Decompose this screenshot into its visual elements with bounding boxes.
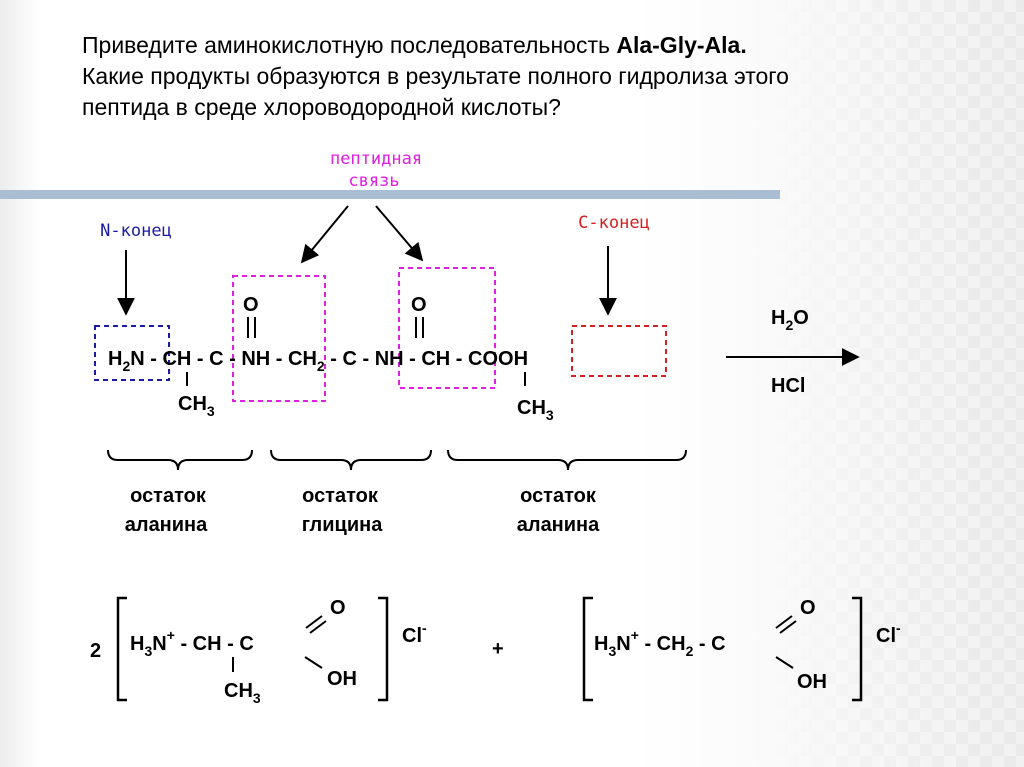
question-line-1: Приведите аминокислотную последовательно… xyxy=(82,32,617,58)
bracket-left-2 xyxy=(582,596,593,702)
rule-bar xyxy=(0,190,780,199)
glycine-carbonyl-oxygen: O xyxy=(800,597,816,619)
residue-2-line-1: остаток xyxy=(302,485,379,507)
peptide-bond-box-2 xyxy=(398,267,496,389)
residue-3-line-2: аланина xyxy=(517,514,600,536)
product-coefficient: 2 xyxy=(90,640,101,662)
peptide-bond-box-1 xyxy=(232,275,326,402)
methyl-group-2: CH3 xyxy=(517,397,554,423)
glycine-hydroxyl: OH xyxy=(797,671,827,693)
c-end-label: C-конец xyxy=(578,213,650,233)
brace-residue-2 xyxy=(270,449,432,471)
question-line-3: пептида в среде хлороводородной кислоты? xyxy=(82,94,561,120)
water-reagent: H2O xyxy=(771,307,809,333)
left-gradient-strip xyxy=(0,0,40,767)
arrow-to-bond-1 xyxy=(300,205,349,264)
peptide-formula: H2N - CH - C - NH - CH2 - C - NH - CH - … xyxy=(108,348,528,374)
bracket-right-2 xyxy=(852,596,863,702)
residue-1-line-1: остаток xyxy=(130,485,207,507)
checker-pattern xyxy=(764,0,1024,767)
brace-residue-1 xyxy=(107,449,253,471)
residue-3-line-1: остаток xyxy=(520,485,597,507)
chloride-ion-1: Cl- xyxy=(402,620,427,647)
chloride-ion-2: Cl- xyxy=(876,620,901,647)
question-text: Приведите аминокислотную последовательно… xyxy=(82,30,982,123)
acid-reagent: HCl xyxy=(771,375,805,397)
alanine-methyl: CH3 xyxy=(224,680,261,706)
alanine-hydroxyl: OH xyxy=(327,668,357,690)
n-end-label: N-конец xyxy=(100,221,172,241)
n-end-box xyxy=(94,325,170,381)
carbonyl-oxygen-1: O xyxy=(243,294,259,316)
methyl-group-1: CH3 xyxy=(178,393,215,419)
peptide-bond-label-2: связь xyxy=(348,171,399,191)
alanine-ion-formula: H3N+ - CH - C xyxy=(130,627,254,659)
c-end-box xyxy=(571,325,667,377)
residue-1-line-2: аланина xyxy=(125,514,208,536)
brace-residue-3 xyxy=(447,449,687,471)
alanine-carbonyl-oxygen: O xyxy=(330,597,346,619)
glycine-ion-formula: H3N+ - CH2 - C xyxy=(594,627,726,659)
question-line-2: Какие продукты образуются в результате п… xyxy=(82,63,789,89)
arrow-to-bond-2 xyxy=(375,205,424,262)
plus-sign: + xyxy=(492,638,504,660)
bracket-right-1 xyxy=(378,596,389,702)
residue-2-line-2: глицина xyxy=(302,514,384,536)
peptide-bond-label-1: пептидная xyxy=(330,149,422,169)
bracket-left-1 xyxy=(116,596,127,702)
sequence-bold: Ala-Gly-Ala. xyxy=(616,32,747,58)
carbonyl-oxygen-2: O xyxy=(411,294,427,316)
